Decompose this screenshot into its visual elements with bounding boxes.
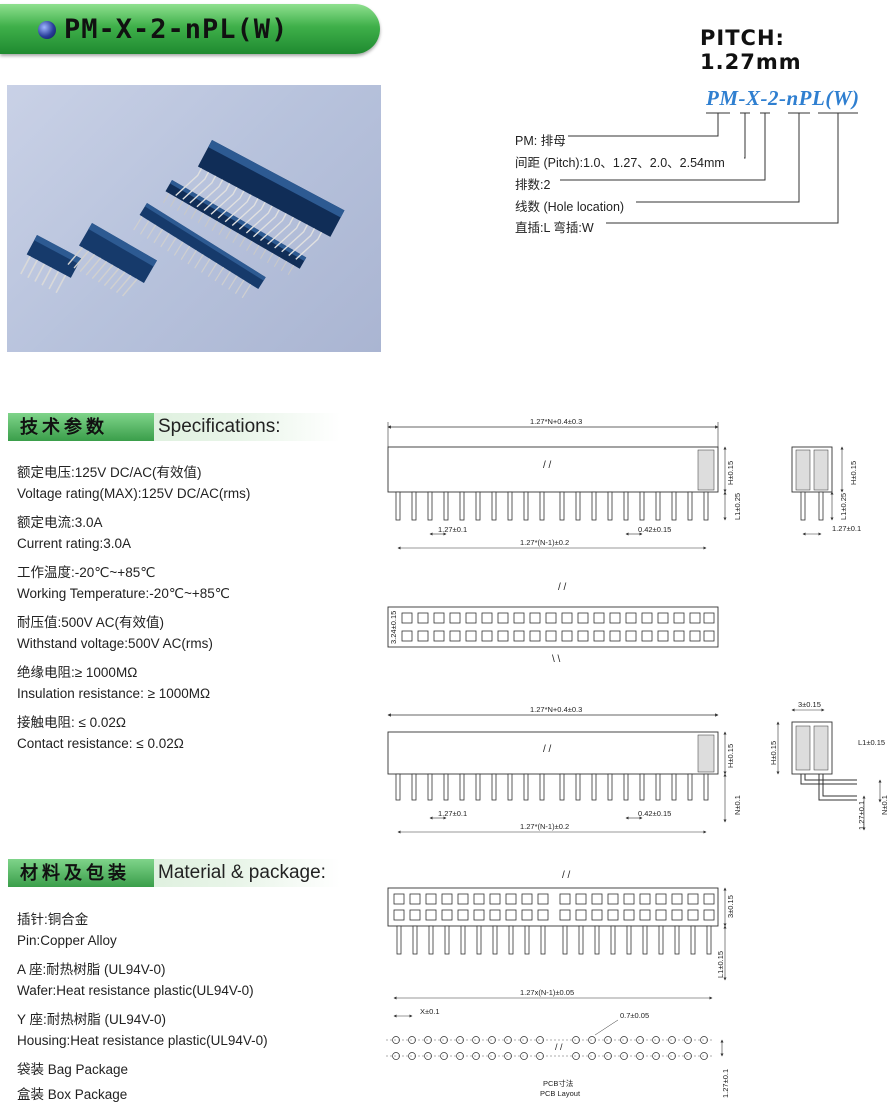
side-view-right-angle: 3±0.15 L1±0.15 H±0.15 N±0.1 1.27±0.1 [769,700,889,831]
dim2-height: H±0.15 [726,744,735,768]
top-view-right-angle: / / [387,870,735,981]
front-view-straight: 1.27*N+0.4±0.3 / / 1.27±0.1 0.42±0.15 [387,417,742,550]
spec-item: Withstand voltage:500V AC(rms) [17,636,213,651]
spec-item: Insulation resistance: ≥ 1000MΩ [17,686,211,701]
pcb-span: 1.27x(N-1)±0.05 [520,988,574,997]
connector-large [175,140,345,260]
pcb-pitch: 1.27±0.1 [721,1069,730,1098]
pcb-title-en: PCB Layout [540,1089,581,1098]
spec-item: 工作温度:-20℃~+85℃ [17,565,156,580]
dim2-pitch: 1.27±0.1 [438,809,467,818]
dim-tail: L1±0.25 [733,493,742,520]
top-width: 3.24±0.15 [389,611,398,644]
dim-span: 1.27*(N-1)±0.2 [520,538,569,547]
spec-item: 额定电压:125V DC/AC(有效值) [17,465,202,480]
naming-row-3: 排数:2 [515,178,551,192]
d3-tail: L1±0.15 [716,951,725,978]
naming-leader-lines [560,112,858,224]
material-title-en: Material & package: [158,862,326,883]
material-item: Pin:Copper Alloy [17,933,117,948]
spec-item: 接触电阻: ≤ 0.02Ω [17,715,127,730]
material-item: 袋装 Bag Package [17,1062,129,1077]
page-title: PM-X-2-nPL(W) [64,14,289,45]
spec-item: Current rating:3.0A [17,536,132,551]
naming-row-1: PM: 排母 [515,134,566,148]
spec-item: 额定电流:3.0A [17,515,103,530]
pcb-x: X±0.1 [420,1007,440,1016]
specifications-title-en: Specifications: [158,416,281,437]
dim-pitch: 1.27±0.1 [438,525,467,534]
side2-n: N±0.1 [880,795,889,815]
front-view-right-angle: 1.27*N+0.4±0.3 / / 1.27±0.1 0.42±0.15 [387,705,742,834]
pcb-break: / / [555,1042,563,1052]
spec-item: Contact resistance: ≤ 0.02Ω [17,736,184,751]
connector-small-1 [20,235,82,294]
break-mark-top-2: \ \ [552,654,561,665]
side-view-straight: H±0.15 L1±0.25 1.27±0.1 [791,446,861,536]
break-mark-3: / / [562,870,571,881]
naming-row-5: 直插:L 弯插:W [515,221,594,235]
naming-row-2: 间距 (Pitch):1.0、1.27、2.0、2.54mm [515,156,725,170]
d3-width: 3±0.15 [726,895,735,918]
bullet-ball-icon [38,21,56,39]
dim-top-length: 1.27*N+0.4±0.3 [530,417,582,426]
dim-height: H±0.15 [726,461,735,485]
side2-pitch: 1.27±0.1 [857,801,866,830]
technical-drawings: 1.27*N+0.4±0.3 / / 1.27±0.1 0.42±0.15 [386,417,889,1098]
naming-row-4: 线数 (Hole location) [515,200,625,214]
connector-illustration [20,140,345,299]
material-item: Wafer:Heat resistance plastic(UL94V-0) [17,983,254,998]
material-item: Housing:Heat resistance plastic(UL94V-0) [17,1033,268,1048]
side2-width: 3±0.15 [798,700,821,709]
title-banner [0,4,380,54]
part-code: PM-X-2-nPL(W) [706,86,860,110]
specifications-title-cn: 技术参数 [8,413,154,441]
dim2-pin-width: 0.42±0.15 [638,809,671,818]
spec-item: Working Temperature:-20℃~+85℃ [17,586,230,601]
pcb-layout: 1.27x(N-1)±0.05 X±0.1 0.7±0.05 [386,988,730,1098]
product-photo [7,85,381,352]
dim-pin-width: 0.42±0.15 [638,525,671,534]
pitch-label: PITCH: 1.27mm [700,26,802,74]
dim2-span: 1.27*(N-1)±0.2 [520,822,569,831]
break-mark: / / [543,460,552,471]
side2-l: L1±0.15 [858,738,885,747]
material-item: Y 座:耐热树脂 (UL94V-0) [17,1012,167,1027]
spec-item: 耐压值:500V AC(有效值) [17,615,165,630]
pcb-title-cn: PCB寸法 [543,1078,574,1088]
side-pitch: 1.27±0.1 [832,524,861,533]
break-mark-top: / / [558,582,567,593]
connector-long-1 [133,203,266,299]
material-item: A 座:耐热树脂 (UL94V-0) [17,962,166,977]
pcb-hole: 0.7±0.05 [620,1011,649,1020]
side-tail: L1±0.25 [839,493,848,520]
top-view: / / 3.24±0.15 [387,582,719,665]
dim2-n: N±0.1 [733,795,742,815]
material-title-cn: 材料及包装 [8,859,154,887]
side2-height: H±0.15 [769,741,778,765]
material-item: 插针:铜合金 [17,912,89,927]
break-mark-2: / / [543,744,552,755]
dim2-top-length: 1.27*N+0.4±0.3 [530,705,582,714]
spec-item: 绝缘电阻:≥ 1000MΩ [17,665,138,680]
material-item: 盒装 Box Package [17,1087,128,1102]
spec-item: Voltage rating(MAX):125V DC/AC(rms) [17,486,251,501]
connector-small-2 [67,223,157,297]
side-height: H±0.15 [849,461,858,485]
